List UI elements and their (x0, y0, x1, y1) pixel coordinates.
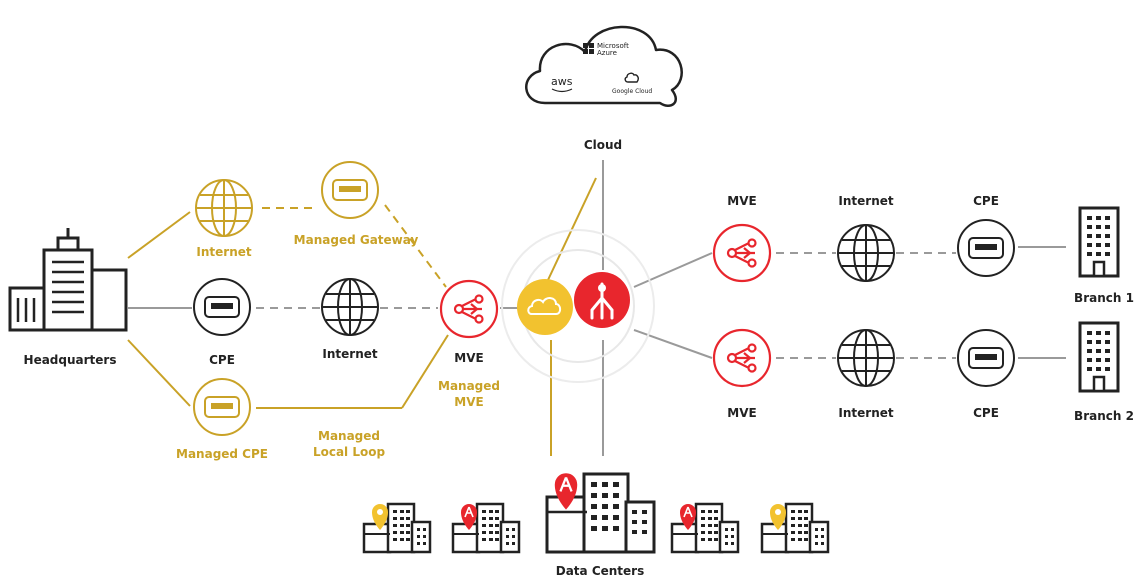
internet-label-bottom: Internet (838, 406, 894, 420)
azure-label-2: Azure (597, 49, 617, 57)
branch-2-label: Branch 2 (1074, 409, 1134, 423)
headquarters-building-icon (8, 228, 128, 332)
cpe-label: CPE (209, 353, 235, 367)
branch-1-building-icon (1078, 206, 1120, 278)
megaport-logo-icon (574, 272, 630, 328)
cpe-device-icon-top (957, 219, 1015, 277)
cpe-device-icon (193, 278, 251, 336)
internet-globe-icon (321, 278, 379, 336)
connector-lines (127, 160, 1066, 456)
cpe-label-bottom: CPE (973, 406, 999, 420)
center-hub (501, 229, 655, 383)
mve-label-top: MVE (727, 194, 757, 208)
cpe-label-top: CPE (973, 194, 999, 208)
mve-label-bottom: MVE (727, 406, 757, 420)
aws-smile-icon (551, 88, 573, 93)
cloud-icon: Microsoft Azure aws Google Cloud (525, 25, 683, 107)
managed-cloud-icon (517, 279, 573, 335)
headquarters-label: Headquarters (23, 353, 117, 367)
mve-icon-bottom (712, 328, 772, 388)
managed-cpe-icon (193, 378, 251, 436)
azure-logo-icon (583, 43, 594, 54)
branch-2-building-icon (1078, 321, 1120, 393)
managed-local-loop-label: Managed Local Loop (312, 429, 386, 459)
internet-globe-icon-gold (195, 179, 253, 237)
managed-cpe-label: Managed CPE (176, 447, 268, 461)
internet-globe-icon-bottom (837, 329, 895, 387)
mve-icon-top (712, 223, 772, 283)
cpe-device-icon-bottom (957, 329, 1015, 387)
mve-label-left: MVE (454, 351, 484, 365)
google-cloud-icon (624, 72, 639, 83)
internet-label-gold: Internet (196, 245, 252, 259)
internet-label-top: Internet (838, 194, 894, 208)
managed-mve-label: Managed MVE (438, 379, 500, 409)
mve-icon-left (439, 279, 499, 339)
google-cloud-label: Google Cloud (612, 88, 652, 95)
data-centers-group (362, 472, 830, 554)
azure-label-1: Microsoft (597, 42, 629, 50)
internet-globe-icon-top (837, 224, 895, 282)
aws-label: aws (551, 75, 573, 88)
data-centers-label: Data Centers (555, 564, 645, 578)
managed-gateway-label: Managed Gateway (293, 233, 419, 247)
internet-label: Internet (322, 347, 378, 361)
cloud-label: Cloud (583, 138, 623, 152)
branch-1-label: Branch 1 (1074, 291, 1134, 305)
managed-gateway-icon (321, 161, 379, 219)
